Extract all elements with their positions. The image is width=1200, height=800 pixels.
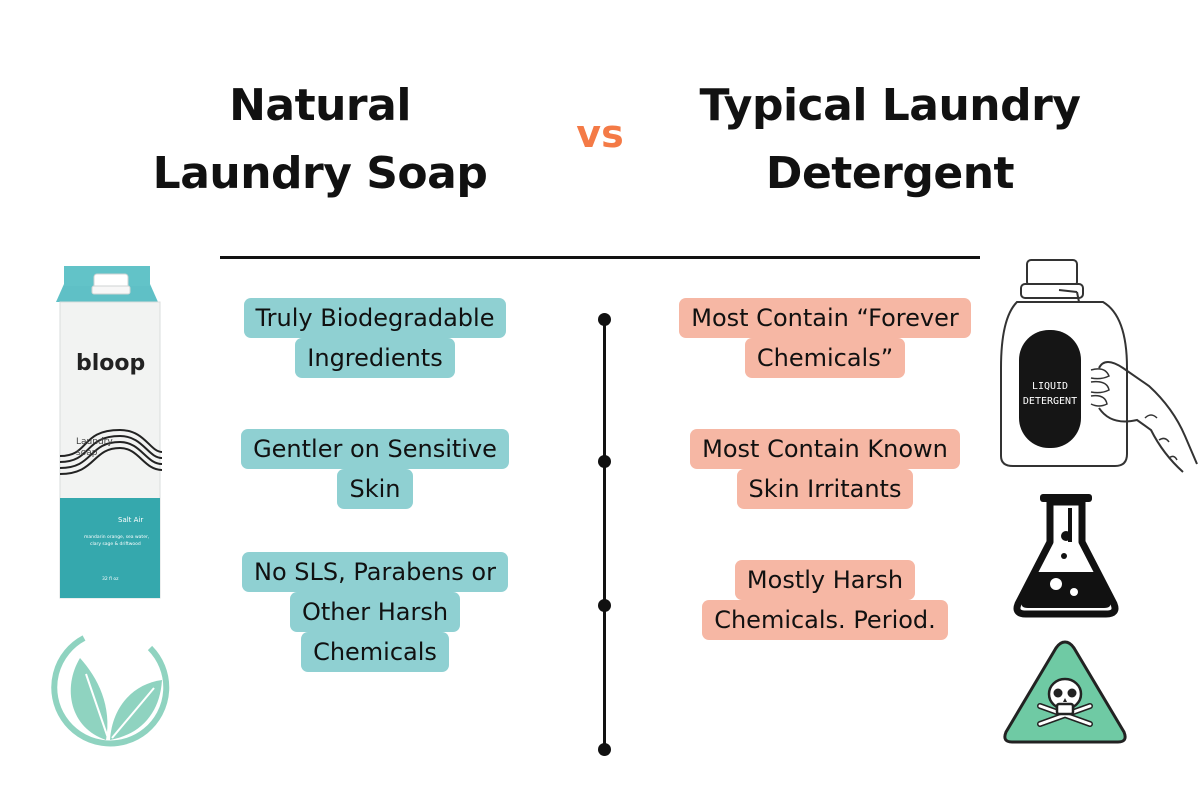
natural-soap-heading: Natural Laundry Soap [140,72,500,208]
header-divider [220,256,980,259]
jug-label-line: DETERGENT [1023,396,1077,407]
point-line: Chemicals. Period. [702,600,948,640]
point-line: No SLS, Parabens or [242,552,508,592]
timeline-dot [598,599,611,612]
point-line: Truly Biodegradable [243,298,507,338]
point-line: Ingredients [295,338,455,378]
heading-line: Laundry Soap [152,148,488,199]
natural-point-no-sls: No SLS, Parabens or Other Harsh Chemical… [210,552,540,672]
carton-volume: 32 fl oz [102,576,119,582]
heading-line: Typical Laundry [699,80,1081,131]
point-line: Chemicals” [744,338,906,378]
detergent-point-forever-chemicals: Most Contain “Forever Chemicals” [650,298,1000,378]
skull-warning-icon [1003,640,1127,744]
point-line: Skin Irritants [736,469,914,509]
carton-notes: clary sage & driftwood [90,541,141,547]
timeline-dot [598,455,611,468]
center-timeline [598,313,612,756]
flask-icon [1013,494,1119,618]
heading-line: Natural [229,80,411,131]
point-line: Most Contain “Forever [679,298,971,338]
detergent-point-irritants: Most Contain Known Skin Irritants [650,429,1000,509]
carton-notes: mandarin orange, sea water, [84,534,149,540]
typical-detergent-heading: Typical Laundry Detergent [690,72,1090,208]
jug-label-line: LIQUID [1032,381,1068,392]
natural-point-gentler: Gentler on Sensitive Skin [210,429,540,509]
carton-scent: Salt Air [118,516,143,524]
natural-point-biodegradable: Truly Biodegradable Ingredients [210,298,540,378]
soap-carton-image: bloop Laundry soap Salt Air mandarin ora… [56,266,163,599]
point-line: Gentler on Sensitive [241,429,509,469]
detergent-jug-icon: LIQUID DETERGENT [1000,259,1198,473]
leaf-logo-icon [51,635,170,747]
point-line: Mostly Harsh [734,560,916,600]
carton-brand: bloop [76,351,145,376]
timeline-dot [598,313,611,326]
point-line: Skin [337,469,413,509]
carton-product-line: soap [76,448,98,458]
detergent-point-harsh: Mostly Harsh Chemicals. Period. [650,560,1000,640]
timeline-dot [598,743,611,756]
heading-line: Detergent [765,148,1015,199]
point-line: Chemicals [301,632,449,672]
vs-label: vs [576,112,624,156]
point-line: Most Contain Known [690,429,960,469]
carton-product-line: Laundry [76,437,113,447]
point-line: Other Harsh [289,592,461,632]
timeline-stem [603,318,606,754]
